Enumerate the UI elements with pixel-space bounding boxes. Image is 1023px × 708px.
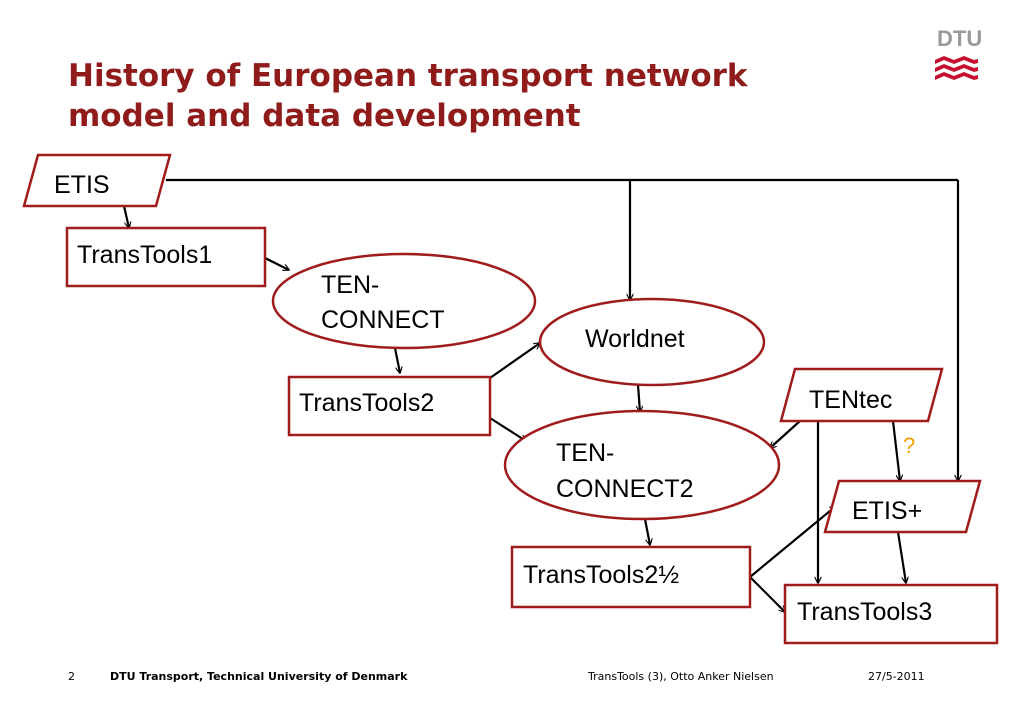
node-tenconnect-shape <box>271 252 537 350</box>
node-etisplus-label: ETIS+ <box>852 497 922 525</box>
edge-etis-transtools1 <box>122 205 129 228</box>
edge-worldnet-tenconnect2 <box>638 384 640 412</box>
node-tenconnect2-label-2: CONNECT2 <box>556 475 694 503</box>
node-etis-label: ETIS <box>54 171 110 199</box>
footer-date: 27/5-2011 <box>868 670 925 683</box>
edge-etisplus-transtools3 <box>896 531 906 583</box>
edge-transtools25-transtools3 <box>749 576 785 612</box>
footer-page-number: 2 <box>68 670 75 683</box>
node-transtools3-label: TransTools3 <box>797 598 932 626</box>
edge-transtools2-tenconnect2 <box>489 417 526 441</box>
edge-transtools1-tenconnect <box>264 257 289 271</box>
edge-tentec-tenconnect2 <box>770 420 801 448</box>
node-tentec-shape <box>779 367 944 423</box>
title-line-2: model and data development <box>68 98 581 134</box>
edge-tentec-etisplus <box>891 420 900 481</box>
node-etis-shape <box>22 153 172 208</box>
node-transtools1-label: TransTools1 <box>77 241 212 269</box>
question-mark-label: ? <box>903 433 915 458</box>
node-transtools25-shape <box>510 545 752 609</box>
node-tenconnect2-label-1: TEN- <box>556 439 614 467</box>
dtu-logo-text: DTU <box>937 26 983 51</box>
node-tentec-label: TENtec <box>809 386 892 414</box>
edge-tenconnect-transtools2 <box>393 347 400 373</box>
node-transtools2-shape <box>287 375 492 437</box>
node-transtools3-shape <box>783 583 999 645</box>
footer-presentation: TransTools (3), Otto Anker Nielsen <box>588 670 774 683</box>
node-tenconnect-label-1: TEN- <box>321 271 379 299</box>
footer-organization: DTU Transport, Technical University of D… <box>110 670 408 683</box>
node-transtools25-label: TransTools2½ <box>523 561 679 589</box>
edge-tenconnect2-transtools25 <box>643 518 650 545</box>
node-transtools1-shape <box>65 226 267 288</box>
page-title: History of European transport network mo… <box>68 56 748 136</box>
node-transtools2-label: TransTools2 <box>299 389 434 417</box>
edge-transtools25-etisplus <box>749 506 836 578</box>
node-worldnet-label: Worldnet <box>585 325 685 353</box>
node-tenconnect-label-2: CONNECT <box>321 306 445 334</box>
edge-transtools2-worldnet <box>489 343 540 379</box>
dtu-logo-waves-icon <box>935 56 978 80</box>
node-tenconnect2-shape <box>503 409 781 521</box>
node-worldnet-shape <box>538 297 766 387</box>
dtu-logo: DTU <box>932 26 982 86</box>
title-line-1: History of European transport network <box>68 58 748 94</box>
node-etisplus-shape <box>823 479 982 534</box>
